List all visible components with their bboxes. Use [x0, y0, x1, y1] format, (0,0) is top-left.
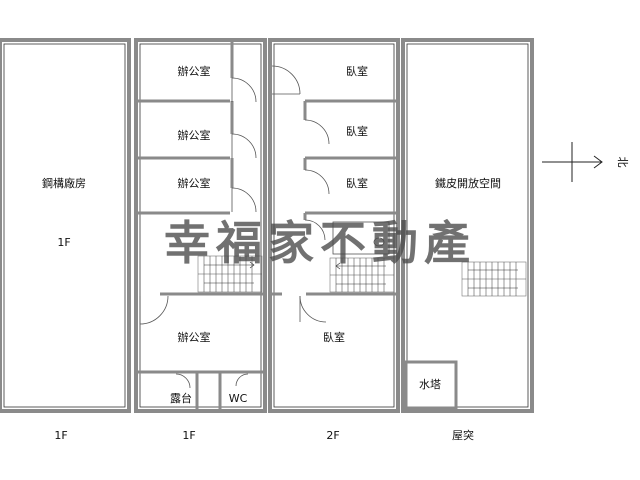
- room-label: 辦公室: [178, 128, 211, 142]
- compass-north-label: 北: [616, 157, 629, 168]
- rooftop-outline: [401, 38, 534, 413]
- bathroom-fixture-icon: [332, 221, 390, 255]
- staircase-icon: [197, 255, 263, 293]
- room-label: 臥室: [346, 176, 368, 190]
- plan-caption: 1F: [182, 429, 195, 442]
- room-label: 鋼構廠房: [42, 176, 86, 190]
- plan-caption: 屋突: [452, 428, 474, 442]
- door-swing-icon: [271, 65, 330, 323]
- water-tower-room: [404, 360, 458, 410]
- offices-outline: [134, 38, 267, 413]
- staircase-icon: [329, 257, 395, 293]
- staircase-icon: [461, 261, 527, 297]
- floor-label: 1F: [57, 236, 70, 249]
- plan-caption: 1F: [54, 429, 67, 442]
- plan-1f-offices: 辦公室 辦公室 辦公室 辦公室 露台 WC: [134, 38, 267, 413]
- room-label: 辦公室: [178, 176, 211, 190]
- bedrooms-outline: [268, 38, 400, 413]
- room-label: 辦公室: [178, 330, 211, 344]
- bedrooms-outline-inner: [273, 43, 395, 408]
- rooftop-outline-inner: [406, 43, 529, 408]
- plan-caption: 2F: [326, 429, 339, 442]
- room-label: 臥室: [346, 124, 368, 138]
- room-label: 臥室: [323, 330, 345, 344]
- room-label: 露台: [170, 391, 192, 405]
- factory-outline: [0, 38, 131, 413]
- door-swing-icon: [139, 77, 257, 389]
- partition-walls: [138, 42, 263, 409]
- room-label: WC: [229, 392, 248, 405]
- partition-walls: [272, 99, 396, 296]
- north-compass-icon: [542, 142, 603, 182]
- offices-outline-inner: [139, 43, 262, 408]
- room-label: 鐵皮開放空間: [435, 176, 501, 190]
- watermark-text: 幸福家不動產: [164, 216, 476, 270]
- room-label: 辦公室: [178, 64, 211, 78]
- plan-1f-factory: 鋼構廠房 1F: [0, 38, 131, 413]
- plan-2f-bedrooms: 臥室 臥室 臥室 臥室: [268, 38, 400, 413]
- factory-outline-inner: [3, 43, 126, 408]
- plan-rooftop: 鐵皮開放空間 水塔: [401, 38, 534, 413]
- room-label: 水塔: [419, 378, 441, 391]
- room-label: 臥室: [346, 64, 368, 78]
